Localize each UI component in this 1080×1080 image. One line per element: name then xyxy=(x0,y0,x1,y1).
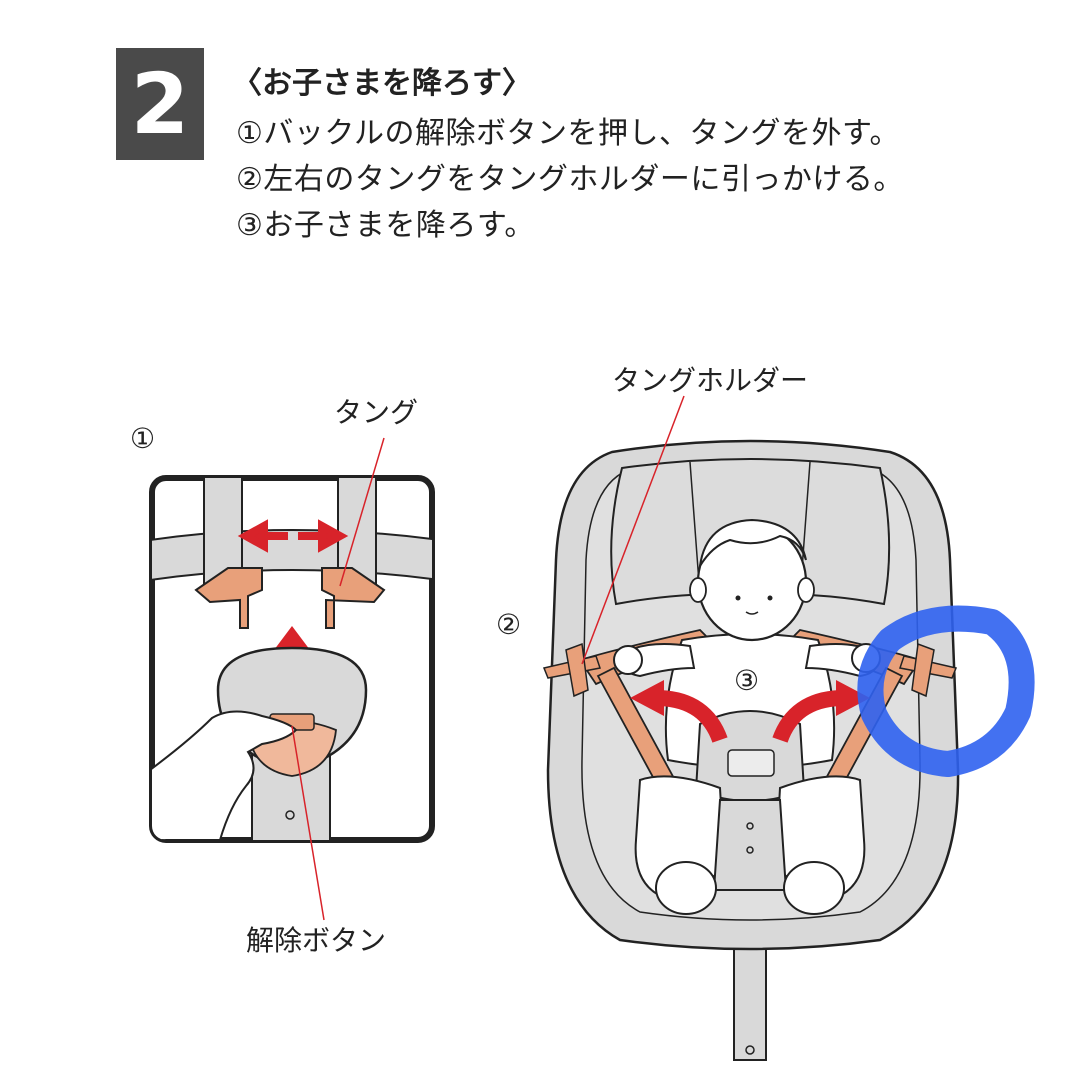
figure-2-car-seat xyxy=(542,395,1035,1061)
figure-2-marker: ② xyxy=(496,608,521,641)
right-tongue xyxy=(321,567,386,629)
label-tongue: タング xyxy=(334,396,418,429)
arrow-left xyxy=(237,519,288,553)
lift-arrow-right xyxy=(772,690,841,743)
child-marker: ③ xyxy=(734,664,759,697)
label-release-button: 解除ボタン xyxy=(246,924,386,957)
hand xyxy=(152,710,298,840)
instruction-3: ③お子さまを降ろす。 xyxy=(236,208,535,243)
blue-highlight-circle xyxy=(857,605,1035,777)
label-tongue-holder: タングホルダー xyxy=(612,364,808,397)
step-number: 2 xyxy=(130,55,190,153)
figure-1-marker: ① xyxy=(130,422,155,455)
lift-arrow-left xyxy=(659,690,728,743)
instruction-2: ②左右のタングをタングホルダーに引っかける。 xyxy=(236,162,904,197)
arrow-right xyxy=(298,519,349,553)
step-number-box: 2 xyxy=(116,48,204,160)
left-tongue xyxy=(194,567,263,629)
step-title: 〈お子さまを降ろす〉 xyxy=(232,66,532,101)
figure-1-buckle-detail xyxy=(149,437,435,921)
child-head xyxy=(689,518,815,642)
instruction-1: ①バックルの解除ボタンを押し、タングを外す。 xyxy=(236,116,900,151)
